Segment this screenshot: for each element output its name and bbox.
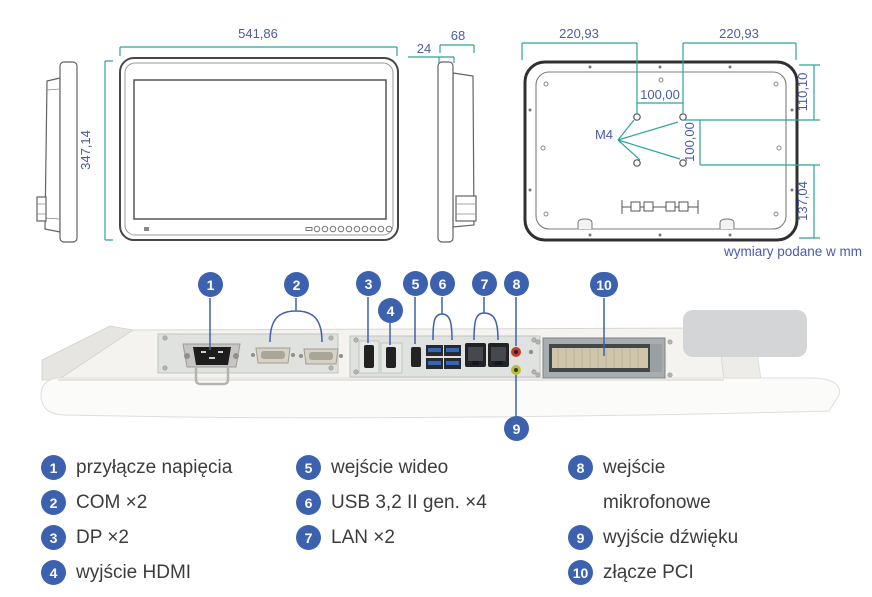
lan-ports <box>465 343 509 367</box>
bottom-tabs <box>577 218 735 229</box>
callout-7: 7 <box>472 271 497 296</box>
legend-badge-4: 4 <box>41 560 66 585</box>
technical-drawings: 541,86 347,14 24 68 220,93 220,93 100,00… <box>36 26 820 243</box>
front-bezel-lip <box>40 377 840 419</box>
callout-8: 8 <box>504 271 529 296</box>
callout-6: 6 <box>430 271 455 296</box>
legend-label-usb: USB 3,2 II gen. ×4 <box>331 492 487 513</box>
dp-ports <box>358 340 403 374</box>
legend-label-power: przyłącze napięcia <box>76 457 233 478</box>
callout-4: 4 <box>378 298 403 323</box>
callout-5: 5 <box>403 271 428 296</box>
rim-screws <box>528 65 794 237</box>
legend-badge-10: 10 <box>568 560 593 585</box>
front-logo-mark <box>144 227 149 231</box>
legend-label-mic-in: wejście mikrofonowe <box>603 457 711 513</box>
rail-mount <box>621 200 699 214</box>
legend-column-3: 8 wejście mikrofonowe 9 wyjście dźwięku … <box>568 450 753 590</box>
dim-bezel-depth: 24 <box>417 41 431 56</box>
legend-column-1: 1 przyłącze napięcia 2 COM ×2 3 DP ×2 4 … <box>41 450 232 590</box>
legend-label-lan: LAN ×2 <box>331 527 395 548</box>
dim-vesa-to-bottom: 137,04 <box>795 181 810 221</box>
legend-badge-5: 5 <box>296 455 321 480</box>
side-view-left <box>36 61 78 243</box>
legend-item-mic-in: 8 wejście mikrofonowe <box>568 450 753 520</box>
dim-total-depth: 68 <box>451 28 465 43</box>
legend-label-video-in: wejście wideo <box>331 457 449 478</box>
panel-screw <box>528 349 534 355</box>
power-inlet-port <box>182 343 241 386</box>
legend-item-dp: 3 DP ×2 <box>41 520 232 555</box>
legend-item-usb: 6 USB 3,2 II gen. ×4 <box>296 485 487 520</box>
legend-badge-7: 7 <box>296 525 321 550</box>
logo-blur-box <box>683 310 807 357</box>
panel-screws <box>162 335 673 378</box>
dim-rear-left: 220,93 <box>559 26 599 41</box>
side-view-middle <box>437 61 477 243</box>
mic-in-jack <box>510 346 522 358</box>
legend-badge-6: 6 <box>296 490 321 515</box>
callout-3: 3 <box>356 271 381 296</box>
legend-item-pci: 10 złącze PCI <box>568 555 753 590</box>
dim-top-to-vesa: 110,10 <box>795 73 810 112</box>
legend-item-com: 2 COM ×2 <box>41 485 232 520</box>
com-ports <box>251 347 343 365</box>
dim-front-height: 347,14 <box>78 130 93 170</box>
dim-front-width: 541,86 <box>238 26 278 41</box>
legend-item-audio-out: 9 wyjście dźwięku <box>568 520 753 555</box>
dim-rear-right: 220,93 <box>719 26 759 41</box>
legend-item-video-in: 5 wejście wideo <box>296 450 487 485</box>
callout-1: 1 <box>198 272 223 297</box>
legend-label-com: COM ×2 <box>76 492 148 513</box>
dimension-labels: 541,86 347,14 24 68 220,93 220,93 100,00… <box>78 26 810 221</box>
legend-label-hdmi: wyjście HDMI <box>76 562 192 583</box>
screw-holes <box>540 77 782 217</box>
rear-view <box>523 60 799 242</box>
callout-10: 10 <box>590 272 618 297</box>
dim-vesa-vertical: 100,00 <box>682 122 697 162</box>
m4-arrows <box>617 119 681 161</box>
ports-photo <box>40 297 840 419</box>
legend-item-lan: 7 LAN ×2 <box>296 520 487 555</box>
legend-label-audio-out: wyjście dźwięku <box>603 527 739 548</box>
legend-item-hdmi: 4 wyjście HDMI <box>41 555 232 590</box>
callout-2: 2 <box>284 272 309 297</box>
legend-column-2: 5 wejście wideo 6 USB 3,2 II gen. ×4 7 L… <box>296 450 487 555</box>
legend-label-dp: DP ×2 <box>76 527 129 548</box>
dim-vesa-horizontal: 100,00 <box>640 87 680 102</box>
legend-label-pci: złącze PCI <box>603 562 694 583</box>
legend-badge-9: 9 <box>568 525 593 550</box>
front-control-buttons <box>305 225 393 233</box>
units-note: wymiary podane w mm <box>723 244 862 259</box>
front-view <box>119 57 399 241</box>
thread-label: M4 <box>595 127 613 142</box>
legend-badge-2: 2 <box>41 490 66 515</box>
usb-ports <box>426 345 461 369</box>
power-retainer-bail <box>194 367 230 386</box>
audio-out-jack <box>510 364 522 376</box>
legend-badge-3: 3 <box>41 525 66 550</box>
dimension-lines <box>104 42 820 241</box>
callout-leader-lines <box>209 297 605 416</box>
callout-9: 9 <box>504 416 529 441</box>
legend-badge-8: 8 <box>568 455 593 480</box>
legend-item-power: 1 przyłącze napięcia <box>41 450 232 485</box>
video-in-port <box>411 347 421 367</box>
legend-badge-1: 1 <box>41 455 66 480</box>
